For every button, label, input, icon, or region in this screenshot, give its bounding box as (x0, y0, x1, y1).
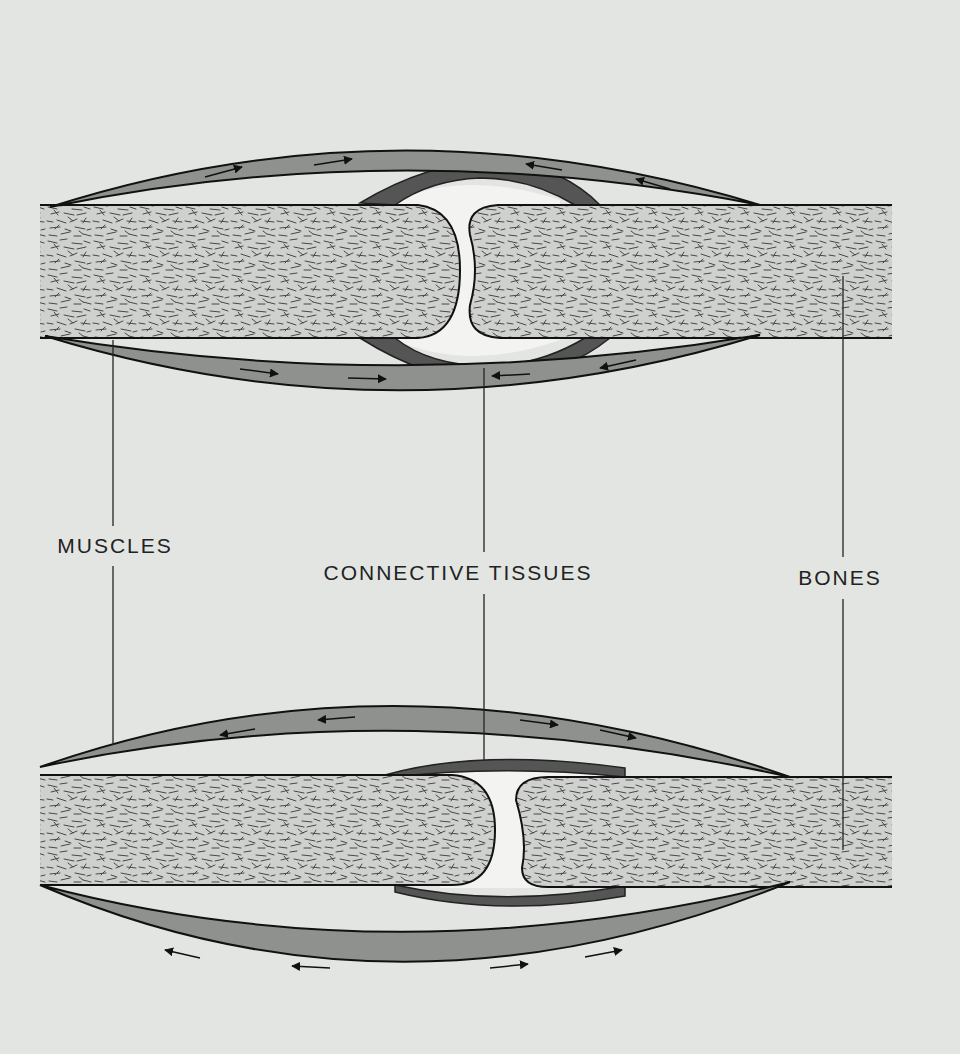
part-label: MUSCLES (53, 532, 177, 560)
leader-lines (113, 276, 843, 850)
part-label: CONNECTIVE TISSUES (320, 559, 597, 587)
joint-extended (40, 706, 892, 968)
part-label: BONES (794, 564, 886, 592)
joint-flexed (40, 150, 892, 390)
